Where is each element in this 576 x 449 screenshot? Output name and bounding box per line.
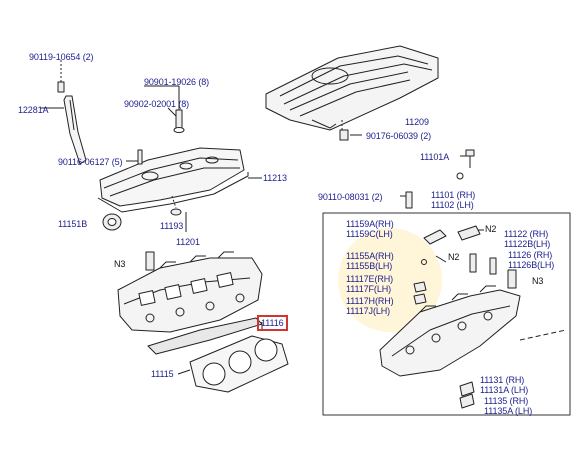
label-11102: 11102 (LH) [431,200,474,210]
label-11159A: 11159A(RH) [346,219,394,229]
part-11122 [457,225,481,241]
label-11209: 11209 [405,117,429,127]
label-n3-left: N3 [114,259,126,269]
label-11126B: 11126B(LH) [508,260,555,270]
label-11213: 11213 [263,173,287,183]
label-11131: 11131 (RH) [480,375,525,385]
label-11117F: 11117F(LH) [346,284,392,294]
engine-cover [265,45,439,131]
label-n2-mid: N2 [448,252,460,262]
label-11151B: 11151B [58,219,88,229]
label-11122: 11122 (RH) [504,229,549,239]
inset-frame [322,212,571,416]
label-90119-10654: 90119-10654 (2) [29,52,94,62]
label-11117E: 11117E(RH) [346,274,394,284]
label-11155A: 11155A(RH) [346,251,394,261]
label-11117J: 11117J(LH) [346,306,391,316]
label-90116-06127: 90116-06127 (5) [58,157,123,167]
label-11117H: 11117H(RH) [346,296,394,306]
label-11126: 11126 (RH) [508,250,553,260]
cylinder-head-cover [97,147,249,213]
label-n3-inset: N3 [532,276,544,286]
watermark [338,228,442,332]
label-11131A: 11131A (LH) [480,385,529,395]
label-n2-top: N2 [485,224,497,234]
label-11101: 11101 (RH) [431,190,476,200]
label-11116-highlighted: 11116 [257,315,288,331]
part-11159 [423,229,447,245]
label-11115: 11115 [151,369,174,379]
label-11159C: 11159C(LH) [346,229,393,239]
label-90902-02001: 90902-02001 (8) [124,99,190,109]
label-11193: 11193 [160,221,184,231]
label-11122B: 11122B(LH) [504,239,551,249]
cylinder-head-right [379,285,521,377]
gasket-11115 [189,335,289,393]
label-90110-08031: 90110-08031 (2) [318,192,383,202]
label-11155B: 11155B(LH) [346,261,393,271]
label-11135A: 11135A (LH) [484,406,533,416]
bracket-12281A [63,95,87,165]
label-90176-06039: 90176-06039 (2) [366,131,432,141]
bolt-90119 [57,81,65,93]
label-12281A: 12281A [18,105,49,115]
label-90901-19026: 90901-19026 (8) [144,77,210,87]
cylinder-head-left [117,251,263,333]
label-11201: 11201 [176,237,200,247]
bolt-90176 [339,129,349,141]
label-11135: 11135 (RH) [484,396,529,406]
label-11101A: 11101A [420,152,450,162]
